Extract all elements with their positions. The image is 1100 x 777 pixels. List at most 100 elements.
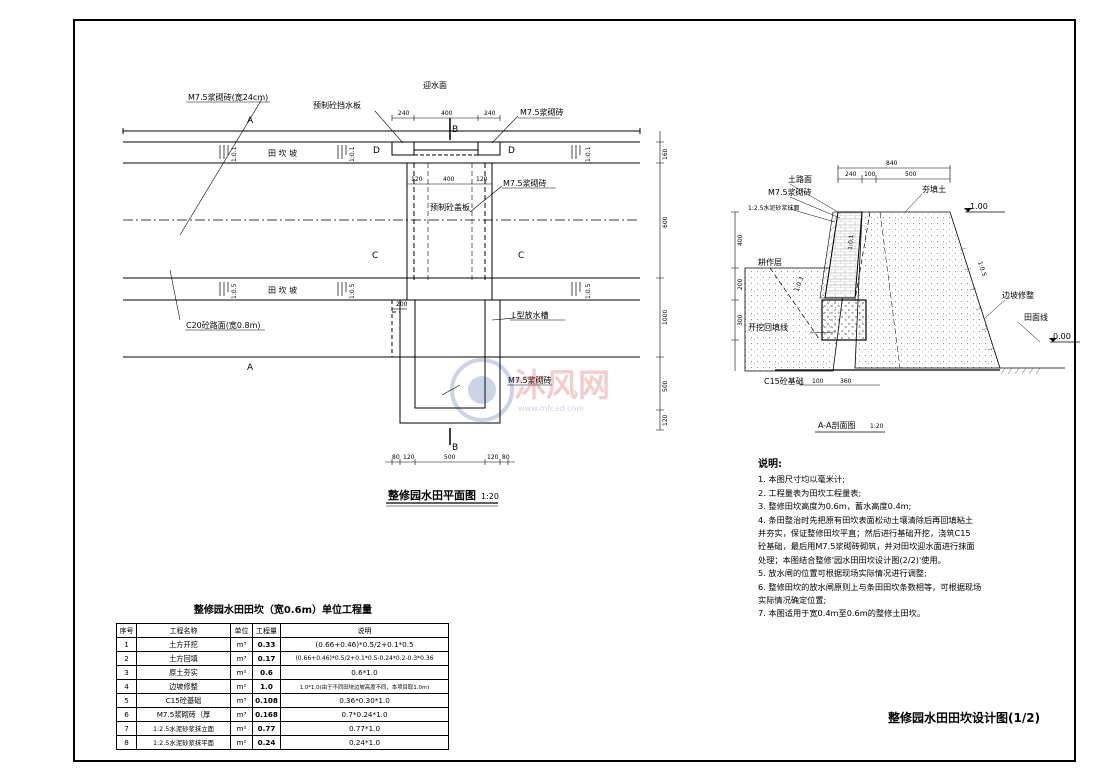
slope-05-a: 1:0.5 <box>231 283 238 299</box>
table-header-cell: 工程名称 <box>136 623 231 638</box>
section-mark-c-right: C <box>518 251 524 261</box>
label-mortar: 1:2.5水泥砂浆抹面 <box>748 204 799 212</box>
label-slope-repair: 边坡修整 <box>1002 290 1034 300</box>
table-cell: M7.5浆砌砖（厚 <box>136 707 231 722</box>
table-cell: 0.77*1.0 <box>280 721 449 736</box>
table-cell: m³ <box>230 651 253 666</box>
dim-right-3: 1000 <box>662 310 669 325</box>
watermark-url: www.mfcad.com <box>518 404 584 413</box>
sheet-border <box>73 19 1076 762</box>
table-cell: 6 <box>116 707 137 722</box>
dim-bottom-5: 80 <box>502 454 510 461</box>
table-row: 5 C15砼基础 m³ 0.108 0.36*0.30*1.0 <box>116 693 449 708</box>
label-excavation: 开挖回填线 <box>748 322 788 332</box>
watermark-cn: 沐风网 <box>514 366 610 404</box>
ridge-slope-bottom: 田 坎 坡 <box>268 285 297 295</box>
section-title: A-A剖面图 <box>818 420 855 430</box>
section-mark-d-left: D <box>373 146 380 156</box>
dim-bottom-3: 500 <box>444 454 456 461</box>
table-cell: 1.0*1.0(由于不同田块边坡高度不同，本项目取1.0m) <box>280 679 449 694</box>
slope-01-a: 1:0.1 <box>231 146 238 162</box>
label-m75-section: M7.5浆砌砖 <box>768 187 812 197</box>
table-cell: 0.24*1.0 <box>280 735 449 750</box>
plan-top-note: 迎水面 <box>423 80 447 90</box>
table-cell: 0.17 <box>252 651 281 666</box>
table-cell: 0.36*0.30*1.0 <box>280 693 449 708</box>
table-cell: 4 <box>116 679 137 694</box>
section-mark-b-bottom: B <box>452 443 458 453</box>
dim-top-part-1: 240 <box>845 171 857 178</box>
plan-title: 整修园水田平面图 <box>387 488 476 502</box>
dim-bottom-1: 80 <box>392 454 400 461</box>
table-cell: 0.108 <box>252 693 281 708</box>
label-m75-mid: M7.5浆砌砖 <box>503 178 547 188</box>
dim-mid-1: 120 <box>411 176 423 183</box>
table-header-row: 序号 工程名称 单位 工程量 说明 <box>116 623 449 638</box>
table-row: 6 M7.5浆砌砖（厚 m³ 0.168 0.7*0.24*1.0 <box>116 707 449 722</box>
label-tillage: 耕作层 <box>758 257 782 267</box>
dim-mid-3: 120 <box>476 176 488 183</box>
plan-labels: 迎水面 M7.5浆砌砖(宽24cm) 预制砼挡水板 M7.5浆砌砖 M7.5浆砌… <box>186 80 669 507</box>
table-cell: m² <box>230 735 253 750</box>
dim-bottom-4: 120 <box>487 454 499 461</box>
label-field-line: 田面线 <box>1024 312 1048 322</box>
dim-left-1: 400 <box>737 234 744 246</box>
table-cell: 土方回填 <box>136 651 231 666</box>
table-header-cell: 说明 <box>280 623 449 638</box>
slope-right: 1:0.5 <box>976 260 987 277</box>
table-cell: (0.66+0.46)*0.5/2+0.1*0.5 <box>280 637 449 652</box>
table-cell: 0.33 <box>252 637 281 652</box>
slope-05-c: 1:0.5 <box>585 283 592 299</box>
section-labels: 土路面 M7.5浆砌砖 1:2.5水泥砂浆抹面 夯填土 耕作层 开挖回填线 边坡… <box>737 160 1071 433</box>
slope-05-b: 1:0.5 <box>349 283 356 299</box>
quantity-table-title: 整修园水田田坎（宽0.6m）单位工程量 <box>193 605 373 616</box>
table-cell: 8 <box>116 735 137 750</box>
table-cell: C15砼基础 <box>136 693 231 708</box>
slope-left: 1:0.1 <box>847 234 855 250</box>
table-cell: 7 <box>116 721 137 736</box>
quantity-table: 序号 工程名称 单位 工程量 说明 1 土方开挖 m³ 0.33 (0.66+0… <box>116 623 449 750</box>
dim-top-2: 400 <box>441 110 453 117</box>
ridge-slope-top: 田 坎 坡 <box>268 148 297 158</box>
table-header-cell: 序号 <box>116 623 137 638</box>
table-cell: 1:2.5水泥砂浆抹立面 <box>136 721 231 736</box>
dim-200: 200 <box>396 301 408 308</box>
dim-right-5: 120 <box>662 414 669 426</box>
table-cell: m³ <box>230 707 253 722</box>
note-item: 6. 整修田坎的放水闸原则上与条田田坎条数相等，可根据现场 实际情况确定位置; <box>758 581 982 606</box>
table-cell: 2 <box>116 651 137 666</box>
dim-bottom-2: 120 <box>403 454 415 461</box>
table-row: 7 1:2.5水泥砂浆抹立面 m² 0.77 0.77*1.0 <box>116 721 449 736</box>
label-c20-road: C20砼路面(宽0.8m) <box>186 320 261 330</box>
table-header-cell: 单位 <box>230 623 253 638</box>
table-cell: m² <box>230 665 253 680</box>
dim-left-3: 300 <box>737 314 744 326</box>
dim-top-part-3: 500 <box>905 171 917 178</box>
sheet-title: 整修园水田田坎设计图(1/2) <box>887 710 1040 725</box>
dim-top-part-2: 100 <box>864 171 876 178</box>
dim-right-4: 500 <box>662 380 669 392</box>
table-row: 2 土方回填 m³ 0.17 (0.66+0.46)*0.5/2+0.1*0.5… <box>116 651 449 666</box>
label-l-channel: L型放水槽 <box>512 310 548 320</box>
table-cell: 0.6*1.0 <box>280 665 449 680</box>
notes-block: 说明: 1. 本图尺寸均以毫米计; 2. 工程量表为田坎工程量表; 3. 整修田… <box>758 458 1048 621</box>
table-row: 4 边坡修整 m² 1.0 1.0*1.0(由于不同田块边坡高度不同，本项目取1… <box>116 679 449 694</box>
slope-01-c: 1:0.1 <box>585 146 592 162</box>
label-m75-width: M7.5浆砌砖(宽24cm) <box>188 92 268 102</box>
label-m75-bottom: M7.5浆砌砖 <box>508 375 552 385</box>
table-row: 1 土方开挖 m³ 0.33 (0.66+0.46)*0.5/2+0.1*0.5 <box>116 637 449 652</box>
label-c15: C15砼基础 <box>764 376 804 386</box>
label-backfill: 夯填土 <box>922 184 946 194</box>
table-cell: 0.6 <box>252 665 281 680</box>
table-cell: 1 <box>116 637 137 652</box>
table-cell: 0.168 <box>252 707 281 722</box>
note-item: 4. 条田整治时先把原有田坎表面松动土壤清除后再回填粘土 并夯实，保证整修田坎平… <box>758 514 975 565</box>
label-precast-board: 预制砼挡水板 <box>313 100 361 110</box>
notes-title: 说明: <box>758 459 782 470</box>
watermark: 沐风网 www.mfcad.com <box>450 358 610 422</box>
label-road-surface: 土路面 <box>788 174 812 184</box>
dim-top-total: 840 <box>886 160 898 167</box>
label-precast-cover: 预制砼盖板 <box>430 202 470 212</box>
table-cell: 边坡修整 <box>136 679 231 694</box>
